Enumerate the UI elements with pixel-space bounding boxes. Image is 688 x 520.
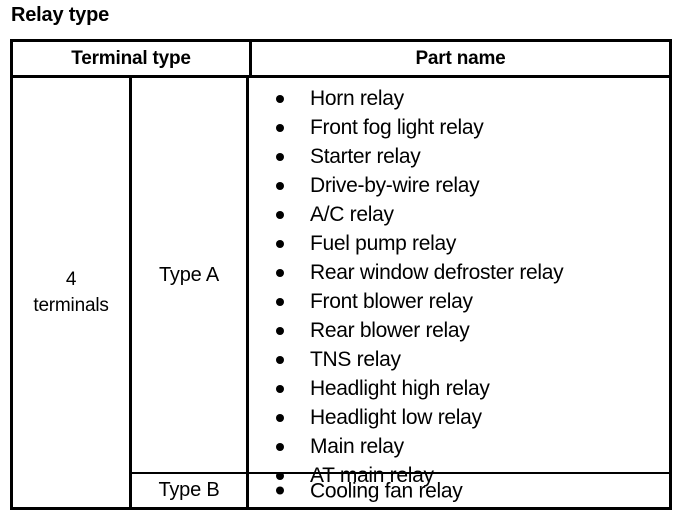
cell-part-names-b: Cooling fan relay bbox=[249, 474, 669, 507]
bullet-icon bbox=[276, 268, 284, 277]
part-list-type-a: Horn relay Front fog light relay Starter… bbox=[273, 84, 669, 490]
column-header-terminal-type: Terminal type bbox=[71, 48, 191, 69]
list-item: TNS relay bbox=[273, 345, 669, 374]
list-item: Front blower relay bbox=[273, 287, 669, 316]
table-header-row: Terminal type Part name bbox=[13, 42, 669, 78]
list-item: Fuel pump relay bbox=[273, 229, 669, 258]
part-name-text: Main relay bbox=[310, 435, 404, 458]
part-name-text: Rear window defroster relay bbox=[310, 261, 564, 284]
bullet-icon bbox=[276, 384, 284, 393]
table-row: Type A Horn relay Front fog light relay … bbox=[132, 78, 669, 487]
bullet-icon bbox=[276, 442, 284, 451]
part-name-text: AT main relay bbox=[310, 464, 434, 487]
part-name-text: Fuel pump relay bbox=[310, 232, 457, 255]
list-item: Cooling fan relay bbox=[273, 476, 669, 505]
list-item: Main relay bbox=[273, 432, 669, 461]
part-name-text: Headlight high relay bbox=[310, 377, 490, 400]
bullet-icon bbox=[276, 355, 284, 364]
page-title: Relay type bbox=[11, 4, 110, 26]
list-item: Headlight low relay bbox=[273, 403, 669, 432]
list-item: AT main relay bbox=[273, 461, 669, 490]
table-body: 4 terminals Type A Horn relay Front fog … bbox=[13, 78, 669, 507]
part-name-text: Horn relay bbox=[310, 87, 404, 110]
part-name-text: TNS relay bbox=[310, 348, 401, 371]
part-list-type-b: Cooling fan relay bbox=[273, 476, 669, 505]
part-name-text: A/C relay bbox=[310, 203, 394, 226]
bullet-icon bbox=[276, 326, 284, 335]
bullet-icon bbox=[276, 486, 284, 495]
table-row: Type B Cooling fan relay bbox=[132, 474, 669, 507]
terminal-count-text: 4 terminals bbox=[33, 267, 108, 319]
part-name-text: Drive-by-wire relay bbox=[310, 174, 480, 197]
bullet-icon bbox=[276, 471, 284, 480]
bullet-icon bbox=[276, 123, 284, 132]
cell-terminal-count: 4 terminals bbox=[13, 78, 132, 507]
list-item: Starter relay bbox=[273, 142, 669, 171]
bullet-icon bbox=[276, 94, 284, 103]
bullet-icon bbox=[276, 413, 284, 422]
terminal-count-number: 4 bbox=[65, 268, 77, 290]
part-name-text: Starter relay bbox=[310, 145, 421, 168]
terminal-count-unit: terminals bbox=[33, 294, 109, 316]
list-item: A/C relay bbox=[273, 200, 669, 229]
bullet-icon bbox=[276, 239, 284, 248]
part-name-text: Front blower relay bbox=[310, 290, 473, 313]
bullet-icon bbox=[276, 210, 284, 219]
type-rows-container: Type A Horn relay Front fog light relay … bbox=[132, 78, 669, 507]
part-name-text: Front fog light relay bbox=[310, 116, 484, 139]
cell-type-label-b: Type B bbox=[132, 474, 249, 507]
list-item: Drive-by-wire relay bbox=[273, 171, 669, 200]
column-header-part-name: Part name bbox=[249, 42, 669, 75]
bullet-icon bbox=[276, 152, 284, 161]
bullet-icon bbox=[276, 297, 284, 306]
part-name-text: Rear blower relay bbox=[310, 319, 470, 342]
list-item: Rear blower relay bbox=[273, 316, 669, 345]
part-name-text: Cooling fan relay bbox=[310, 479, 463, 502]
cell-part-names-a: Horn relay Front fog light relay Starter… bbox=[249, 78, 669, 487]
list-item: Headlight high relay bbox=[273, 374, 669, 403]
bullet-icon bbox=[276, 181, 284, 190]
part-name-text: Headlight low relay bbox=[310, 406, 482, 429]
list-item: Rear window defroster relay bbox=[273, 258, 669, 287]
cell-type-label-a: Type A bbox=[132, 78, 249, 472]
list-item: Front fog light relay bbox=[273, 113, 669, 142]
list-item: Horn relay bbox=[273, 84, 669, 113]
relay-type-table: Terminal type Part name 4 terminals Type… bbox=[10, 39, 672, 510]
